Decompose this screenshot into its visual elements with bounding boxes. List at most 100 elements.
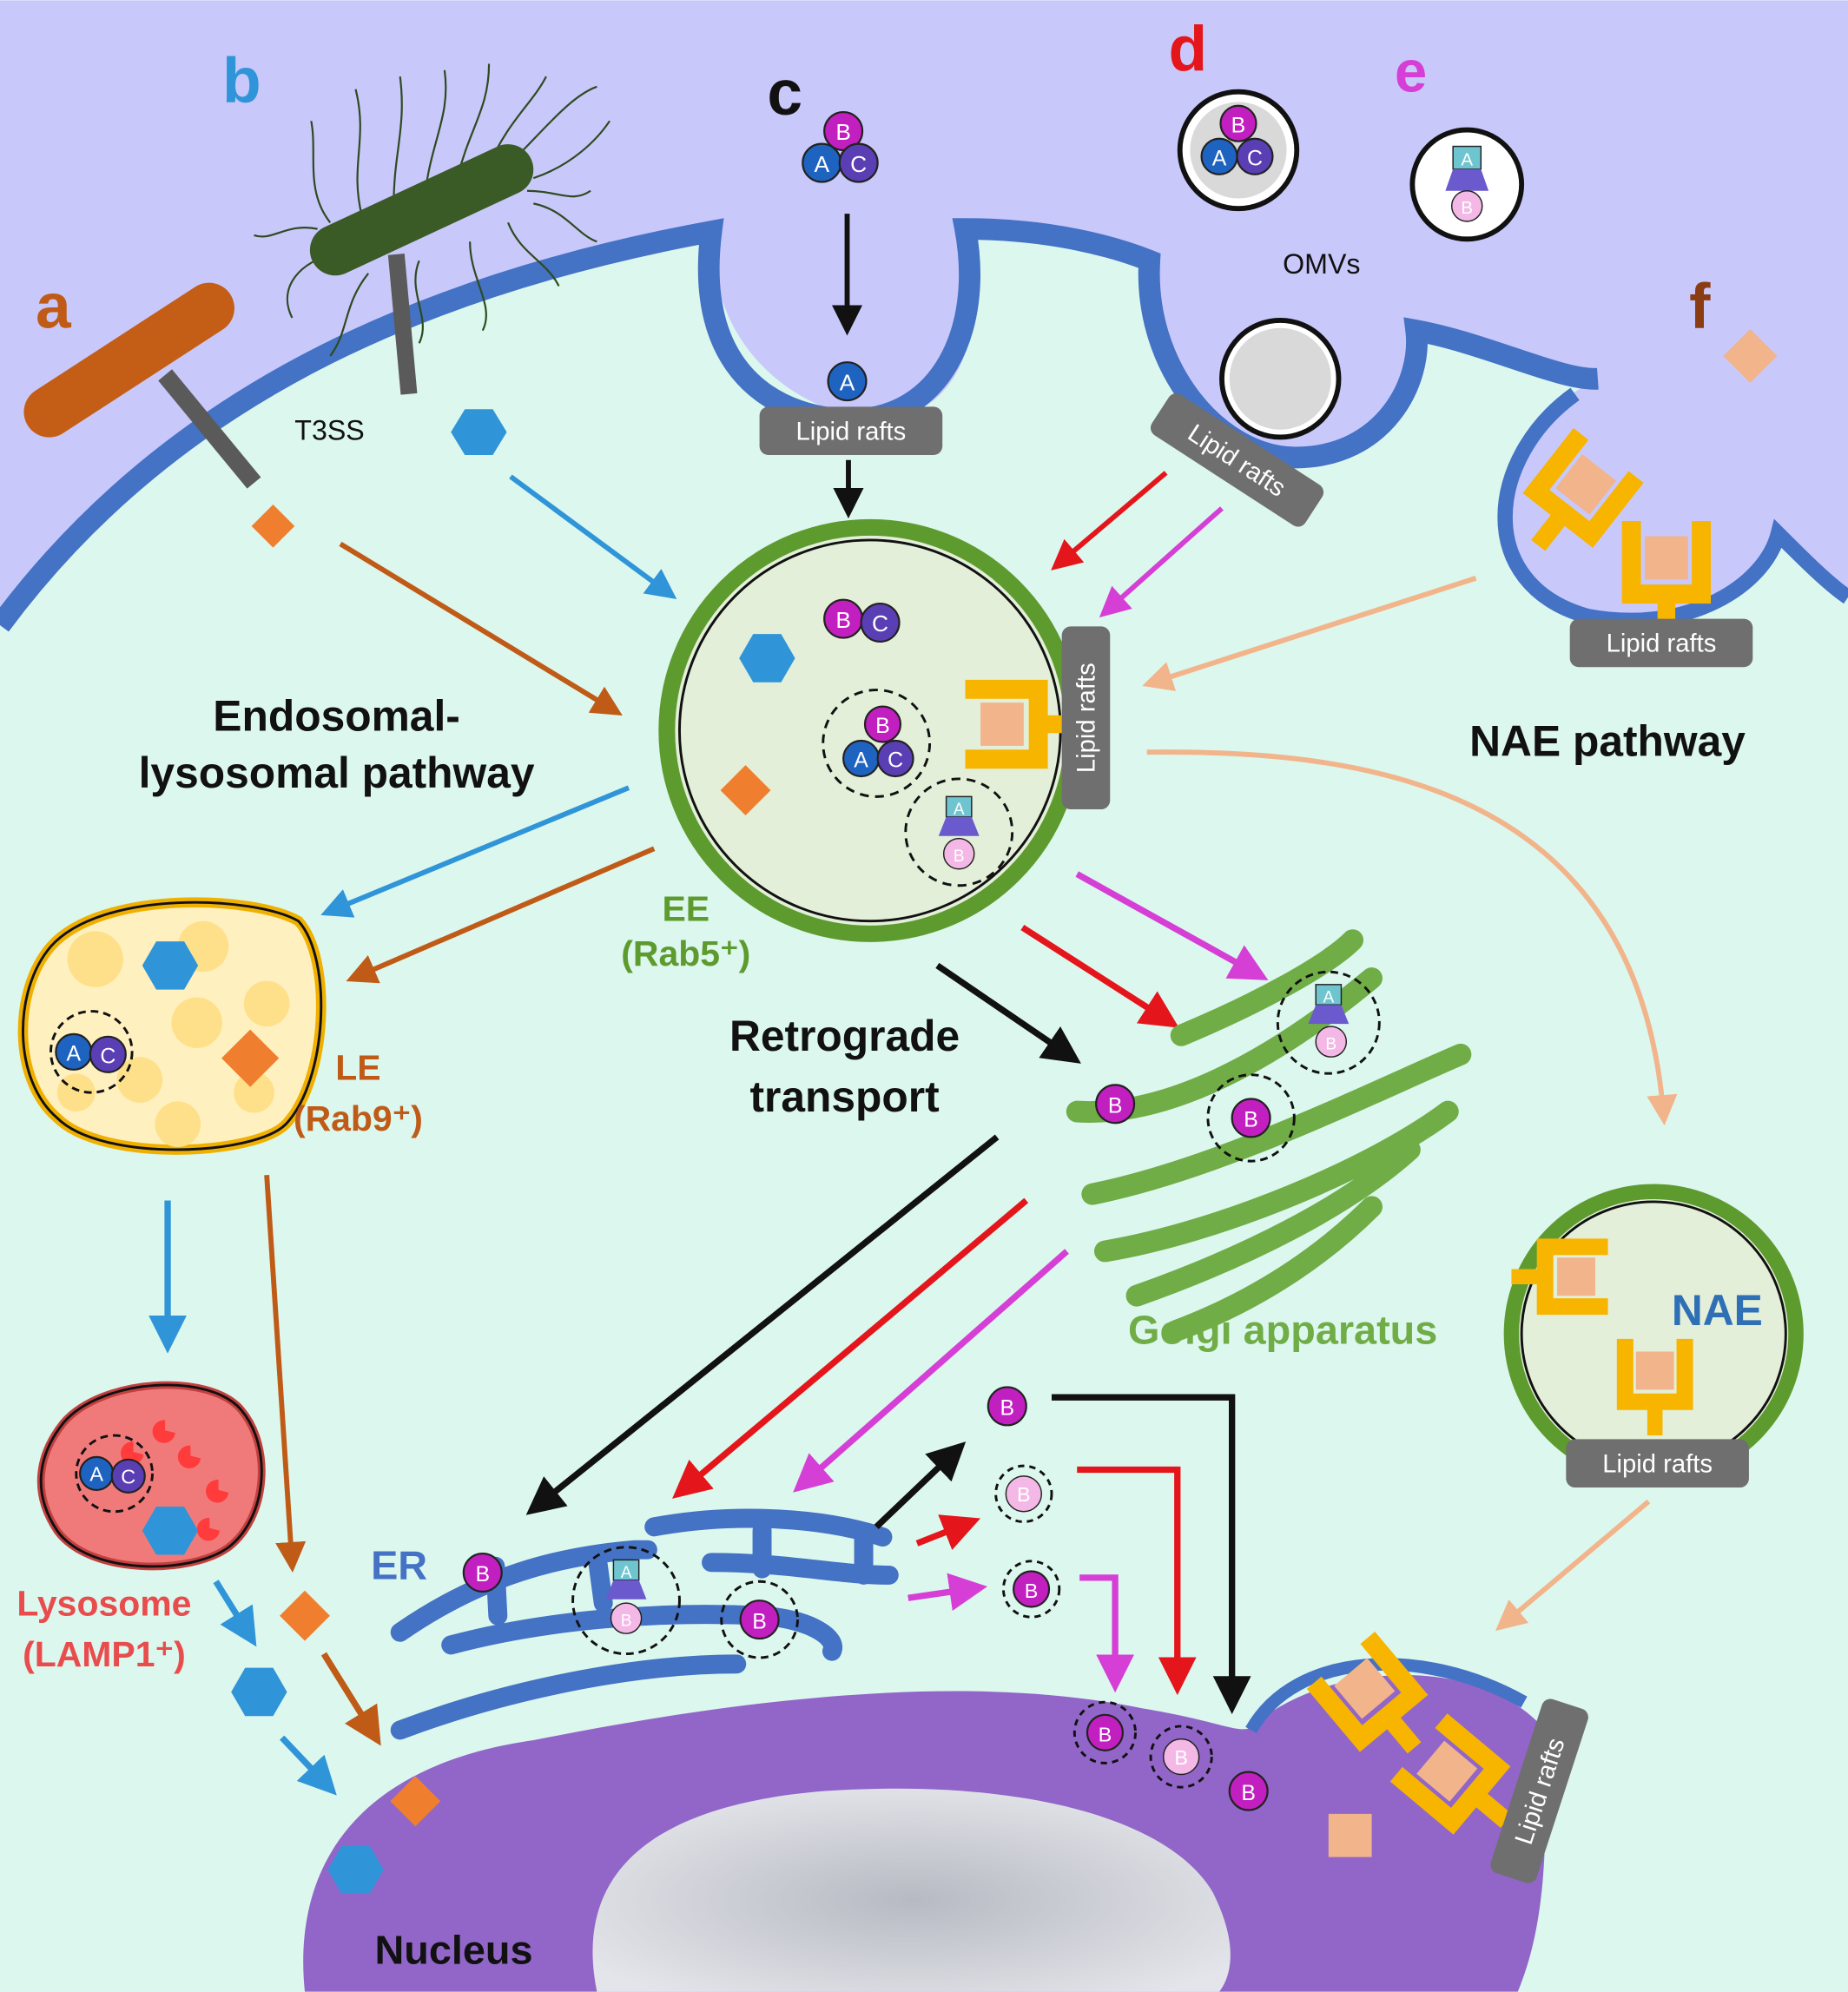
arrow-a-le-to-nucleus [264, 1175, 307, 1573]
ee-vesicle-ab5: A B [904, 777, 1014, 887]
er-b-subunit: B [462, 1552, 503, 1593]
plasma-membrane [0, 218, 1599, 632]
retrograde-label-1: Retrograde [729, 1012, 960, 1060]
er-label: ER [371, 1542, 427, 1587]
ee-bc-complex: B C [823, 598, 901, 643]
nuclear-b-vesicle-2: B [1149, 1725, 1213, 1789]
le-vesicle-ac: A C [50, 1010, 134, 1094]
omv-budding [1219, 318, 1342, 440]
subunit-b-label: B [1108, 1094, 1123, 1118]
cytosolic-b-magenta: B [1001, 1560, 1061, 1619]
nuclear-hexagon [327, 1845, 384, 1895]
arrow-f-nae-to-nucleus [1495, 1499, 1651, 1632]
omv-e: A B [1409, 127, 1525, 242]
nae-receptor-1 [1511, 1238, 1608, 1316]
subunit-a-label: A [840, 369, 855, 395]
receptor-2 [1621, 521, 1712, 636]
arrow-c-to-nucleus [1051, 1394, 1251, 1715]
golgi-b-subunit: B [1095, 1084, 1136, 1125]
subunit-a-label: A [954, 801, 965, 819]
lipid-raft-c: Lipid rafts [759, 406, 943, 455]
arrow-a-to-ee [339, 541, 623, 716]
arrow-d-to-nucleus [1077, 1466, 1197, 1696]
arrow-e-er-export [908, 1573, 988, 1611]
subunit-b-label: B [835, 607, 851, 633]
lipid-raft-ee: Lipid rafts [1061, 626, 1111, 810]
nucleus-label: Nucleus [374, 1927, 532, 1972]
subunit-a-label: A [1323, 988, 1334, 1006]
subunit-a-label: A [854, 749, 868, 773]
lipid-raft-label: Lipid rafts [1073, 663, 1101, 773]
arrow-e-ee-to-golgi [1075, 871, 1269, 980]
lipid-raft-nae: Lipid rafts [1566, 1439, 1749, 1488]
nuclear-receptor-2 [1389, 1713, 1513, 1835]
arrow-b-to-nucleus [280, 1735, 337, 1796]
subunit-a-label: A [89, 1463, 103, 1486]
arrow-a-ee-to-le [346, 846, 656, 984]
arrow-e-to-ee [1099, 506, 1224, 618]
lipid-raft-label: Lipid rafts [1602, 1450, 1713, 1478]
subunit-b-label: B [1174, 1746, 1188, 1769]
le-rab9-label: (Rab9⁺) [294, 1098, 423, 1138]
subunit-c-label: C [850, 151, 867, 177]
subunit-b-label: B [1000, 1396, 1014, 1421]
subunit-b-label: B [1244, 1108, 1258, 1132]
arrow-d-er-export [915, 1514, 981, 1550]
subunit-c-label: C [100, 1045, 116, 1069]
subunit-b-label: B [954, 848, 965, 866]
nae-receptor-2 [1616, 1338, 1693, 1436]
subunit-c-label: C [1247, 146, 1263, 170]
nae-label: NAE [1672, 1286, 1763, 1335]
omv-d: B A C [1177, 89, 1300, 212]
cytoplasm [0, 228, 1848, 1992]
endoplasmic-reticulum [390, 1508, 899, 1740]
golgi-label: Golgi apparatus [1128, 1308, 1437, 1353]
er-vesicle-ab5: A B [571, 1546, 681, 1656]
subunit-a-at-raft: A [827, 361, 868, 402]
arrow-b-to-ee [509, 474, 677, 600]
arrow-f-nae-route [1146, 749, 1678, 1126]
le-hexagon [142, 941, 199, 990]
lysosome-vesicle-ac: A C [75, 1434, 154, 1514]
arrow-c-ee-to-golgi [935, 962, 1081, 1064]
nuclear-b-vesicle-1: B [1072, 1700, 1137, 1764]
t3ss-needle [387, 254, 418, 395]
t3ss-label: T3SS [294, 414, 364, 445]
subunit-a-label: A [1461, 149, 1473, 169]
le-label: LE [335, 1048, 380, 1088]
ee-rab5-label: (Rab5⁺) [621, 933, 750, 973]
nuclear-b-subunit: B [1228, 1771, 1269, 1811]
subunit-b-label: B [621, 1612, 632, 1630]
nucleolus [592, 1788, 1231, 1992]
arrow-e-golgi-to-er [793, 1249, 1069, 1493]
golgi-vesicle-b: B [1206, 1073, 1296, 1163]
subunit-b-label: B [875, 714, 890, 738]
toxin-a-diamond [251, 505, 295, 548]
omvs-label: OMVs [1283, 248, 1360, 280]
subunit-a-label: A [814, 151, 829, 177]
nuclear-toxin-f-square [1328, 1813, 1372, 1857]
subunit-b-label: B [475, 1562, 490, 1586]
panel-letter-b: b [222, 45, 261, 115]
ee-diamond [720, 765, 771, 816]
panel-letter-f: f [1689, 272, 1711, 342]
lysosome-label: Lysosome [16, 1584, 191, 1624]
panel-letter-d: d [1169, 14, 1208, 84]
ee-receptor [965, 679, 1080, 769]
subunit-b-label: B [1325, 1035, 1336, 1053]
lysosome-lamp1-label: (LAMP1⁺) [23, 1634, 186, 1674]
subunit-c-label: C [872, 610, 888, 637]
subunit-b-label: B [752, 1609, 767, 1633]
arrow-b-ee-to-le [320, 785, 630, 918]
cytosolic-b-black: B [987, 1386, 1027, 1427]
arrow-c-er-export [874, 1441, 967, 1529]
subunit-b-label: B [835, 119, 851, 145]
endolysosomal-label-2: lysosomal pathway [139, 749, 535, 797]
nuclear-receptor-1 [1306, 1632, 1429, 1754]
arrow-b-lysosome-out [213, 1580, 257, 1647]
subunit-c-label: C [888, 749, 903, 773]
lipid-raft-label: Lipid rafts [1607, 630, 1717, 658]
subunit-a-label: A [1212, 146, 1227, 170]
arrow-d-golgi-to-er [672, 1197, 1029, 1499]
